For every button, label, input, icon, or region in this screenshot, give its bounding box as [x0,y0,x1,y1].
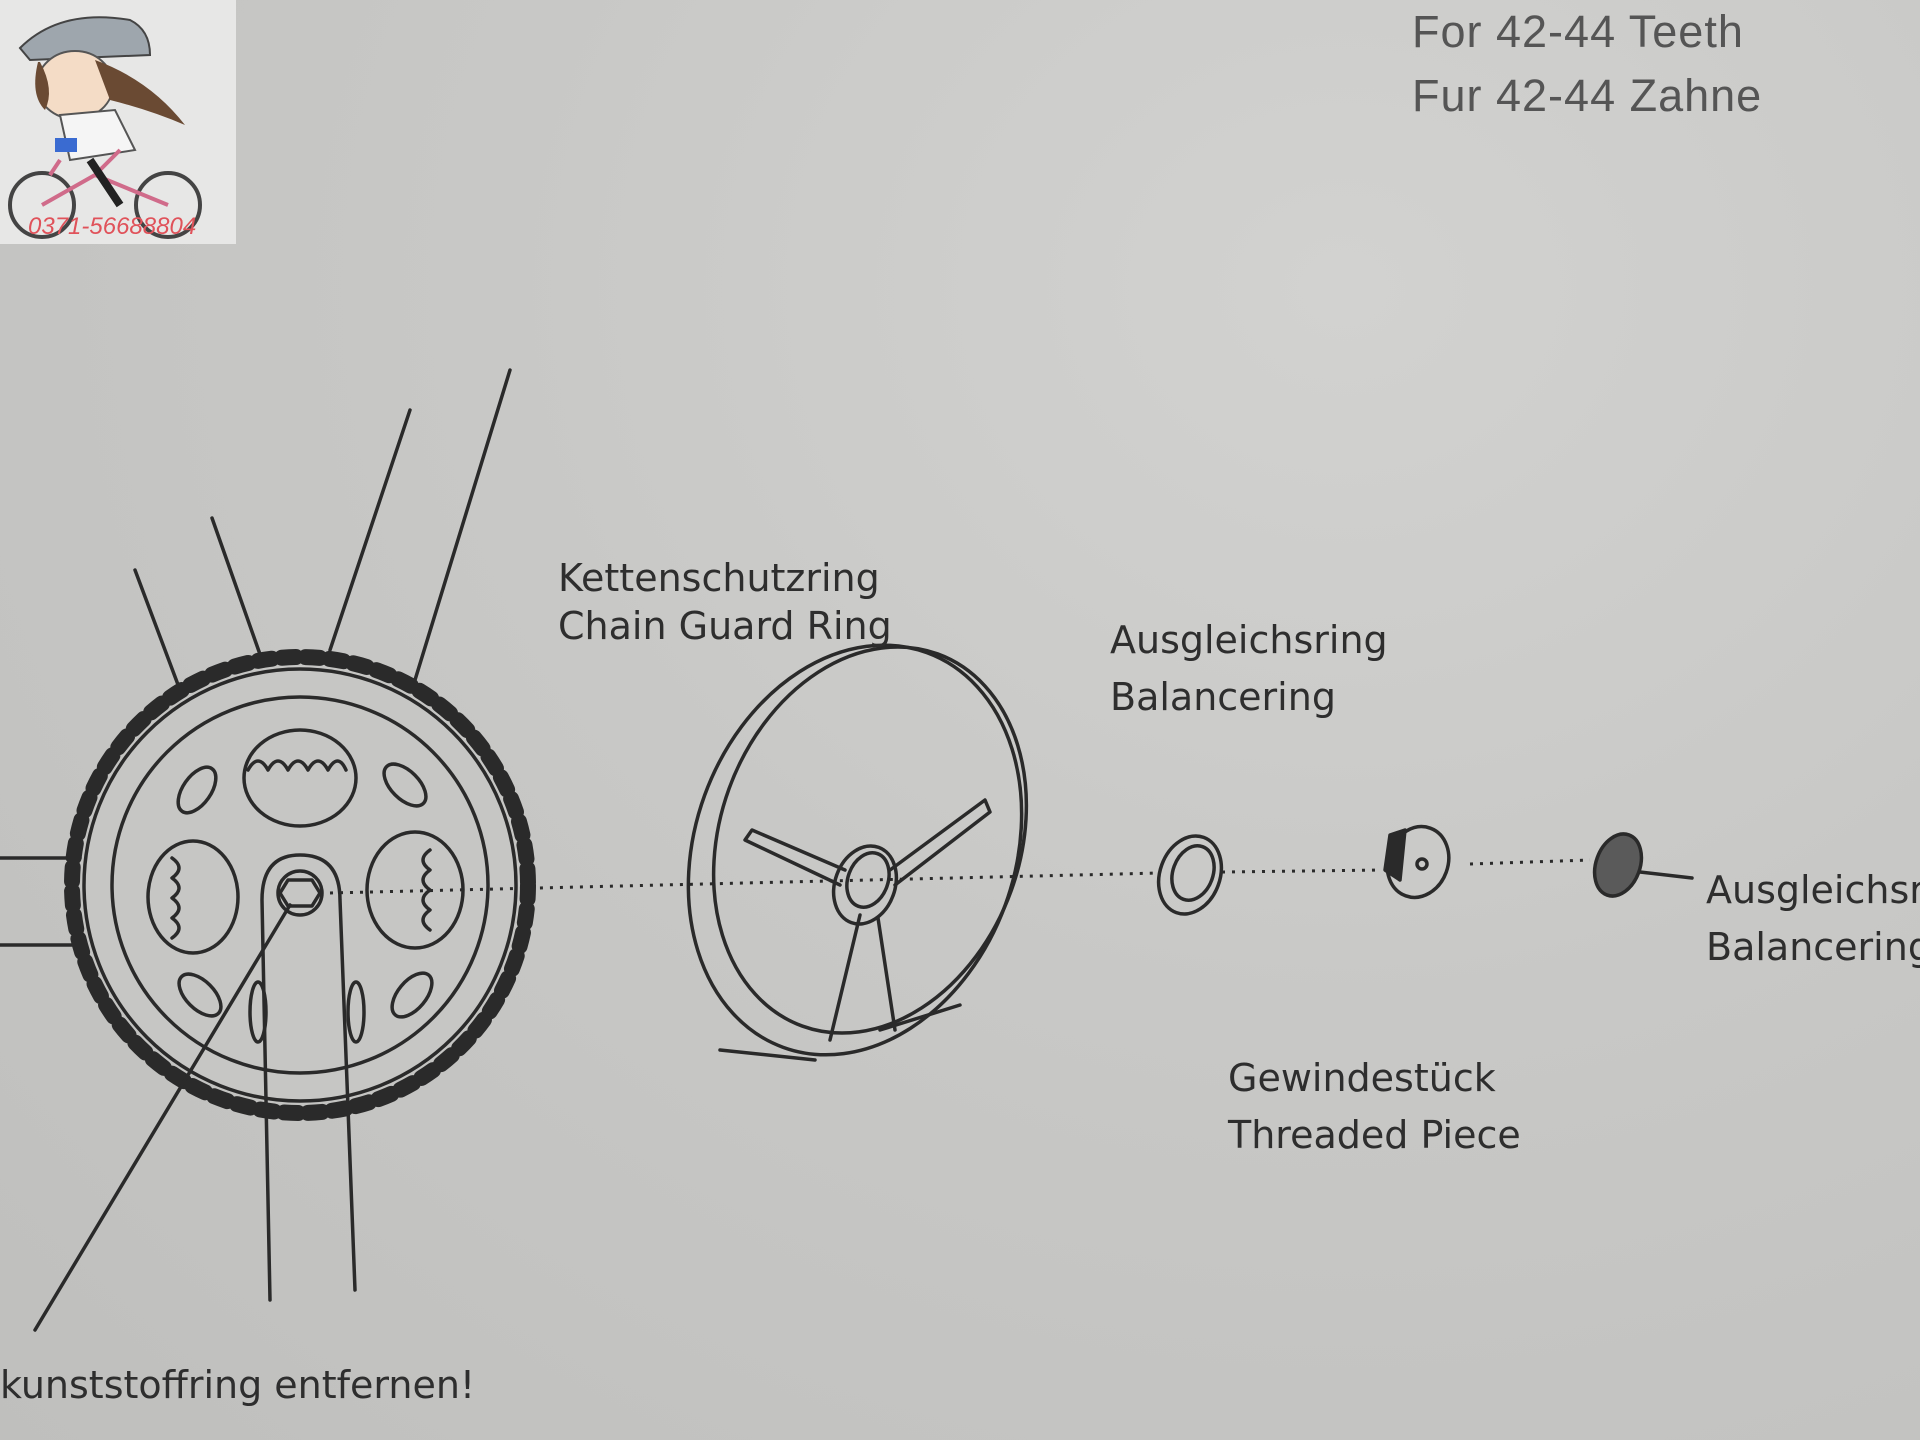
label-threaded-piece-de: Gewindestück [1228,1056,1496,1100]
threaded-piece-icon [1383,824,1451,900]
label-threaded-piece-en: Threaded Piece [1228,1113,1521,1157]
label-balancering-2-en: Balancering [1706,925,1920,969]
pointer-line [33,903,292,1332]
assembly-axis [329,858,1591,895]
label-balancering-1-en: Balancering [1110,675,1336,719]
chain-guard-ring-icon [686,643,1029,1062]
chainring-icon [64,649,536,1302]
label-balancering-2: Ausgleichsr Balancering [1706,862,1920,976]
frame-tube-3 [328,408,412,652]
label-chain-guard-ring-en: Chain Guard Ring [558,603,892,648]
cap-icon [1592,832,1694,898]
frame-tube-1 [133,568,182,692]
label-balancering-1: Ausgleichsring Balancering [1110,612,1388,726]
label-bottom-note: kunststoffring entfernen! [0,1362,475,1410]
teeth-note-line-2: Fur 42-44 Zahne [1412,70,1763,121]
label-chain-guard-ring: Kettenschutzring Chain Guard Ring [558,555,892,650]
shop-logo: 0371-56688804 [0,0,236,244]
balance-ring-icon [1156,834,1224,916]
teeth-note: For 42-44 Teeth Fur 42-44 Zahne [1412,0,1762,128]
logo-phone-number: 0371-56688804 [28,213,197,240]
frame-tube-2 [210,516,264,662]
label-balancering-1-de: Ausgleichsring [1110,618,1388,662]
label-bottom-note-text: kunststoffring entfernen! [0,1363,476,1407]
label-threaded-piece: Gewindestück Threaded Piece [1228,1050,1521,1164]
cyclist-girl-logo-icon [8,16,202,239]
teeth-note-line-1: For 42-44 Teeth [1412,6,1744,57]
frame-tube-4 [413,368,512,682]
label-balancering-2-de: Ausgleichsr [1706,868,1920,912]
label-chain-guard-ring-de: Kettenschutzring [558,556,880,600]
